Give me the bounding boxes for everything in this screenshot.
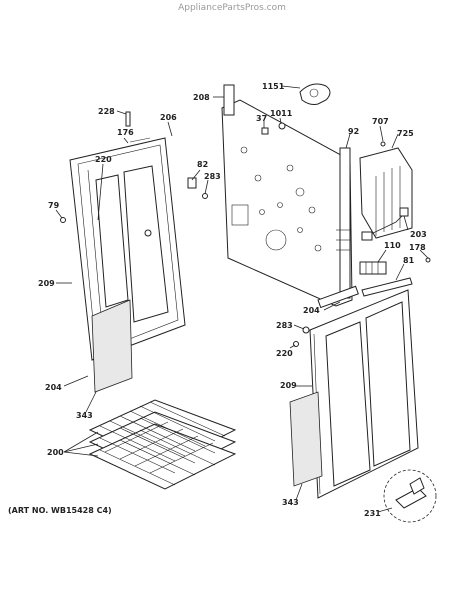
part-81-strip bbox=[361, 257, 431, 297]
part-110-switch bbox=[359, 261, 387, 275]
callout-204-right: 204 bbox=[303, 306, 320, 315]
callout-81: 81 bbox=[403, 256, 415, 265]
callout-220-left: 220 bbox=[95, 155, 112, 164]
part-203-harness bbox=[361, 207, 409, 241]
oven-racks bbox=[88, 399, 237, 490]
right-door-hardware bbox=[293, 285, 359, 347]
callout-203: 203 bbox=[410, 230, 427, 239]
back-panel bbox=[221, 84, 353, 307]
callout-79: 79 bbox=[48, 201, 60, 210]
right-door-frame bbox=[309, 289, 419, 499]
callout-228: 228 bbox=[98, 107, 115, 116]
callout-283-right: 283 bbox=[276, 321, 293, 330]
callout-110: 110 bbox=[384, 241, 401, 250]
callout-206: 206 bbox=[160, 113, 177, 122]
callout-283-top: 283 bbox=[204, 172, 221, 181]
callout-1011: 1011 bbox=[270, 109, 293, 118]
callout-labels: 228 206 176 220 79 209 204 343 200 208 1… bbox=[38, 82, 427, 518]
callout-1151: 1151 bbox=[262, 82, 285, 91]
callout-178: 178 bbox=[409, 243, 426, 252]
callout-200: 200 bbox=[47, 448, 64, 457]
callout-204-left: 204 bbox=[45, 383, 62, 392]
art-number: (ART NO. WB15428 C4) bbox=[8, 506, 112, 515]
callout-208: 208 bbox=[193, 93, 210, 102]
part-725-cage bbox=[359, 141, 413, 239]
callout-725: 725 bbox=[397, 129, 414, 138]
part-1151 bbox=[299, 83, 331, 105]
right-door-window bbox=[289, 391, 323, 487]
leader-lines bbox=[55, 85, 429, 513]
callout-92: 92 bbox=[348, 127, 359, 136]
callout-37: 37 bbox=[256, 114, 267, 123]
callout-343-left: 343 bbox=[76, 411, 93, 420]
callout-231: 231 bbox=[364, 509, 381, 518]
part-231-hinge-detail bbox=[383, 469, 437, 523]
callout-343-right: 343 bbox=[282, 498, 299, 507]
callout-209-left: 209 bbox=[38, 279, 55, 288]
callout-82: 82 bbox=[197, 160, 208, 169]
small-fasteners bbox=[60, 111, 286, 237]
callout-707: 707 bbox=[372, 117, 389, 126]
callout-220-right: 220 bbox=[276, 349, 293, 358]
callout-176: 176 bbox=[117, 128, 134, 137]
watermark: AppliancePartsPros.com bbox=[178, 3, 286, 13]
left-door-window bbox=[91, 299, 133, 393]
left-door-frame bbox=[69, 137, 186, 361]
callout-209-right: 209 bbox=[280, 381, 297, 390]
